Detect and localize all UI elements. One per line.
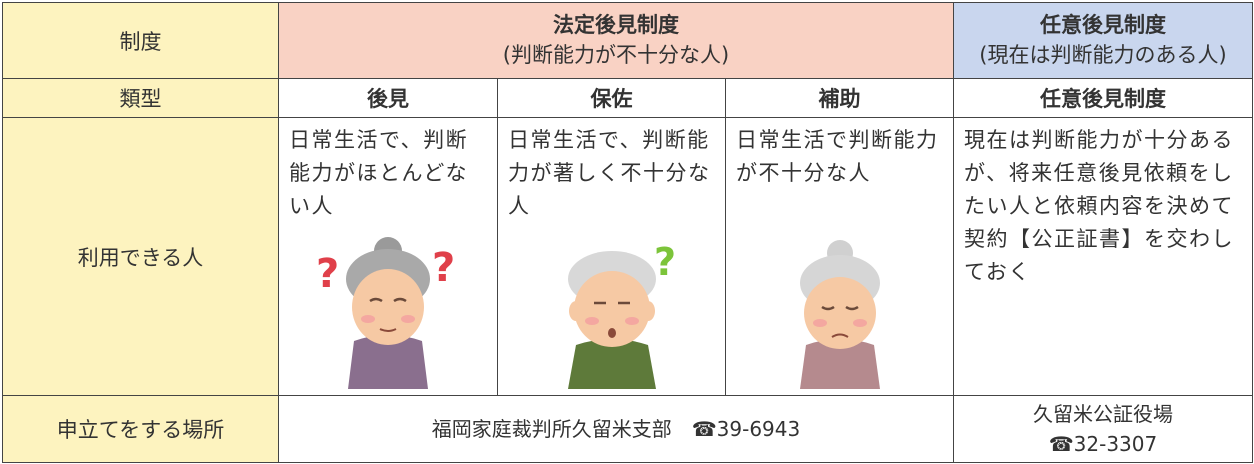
eligible-row: 利用できる人 日常生活で、判断能力がほとんどない人 ? ? 日常生活で、判断能力…	[2, 117, 1253, 396]
voluntary-subtitle: (現在は判断能力のある人)	[979, 42, 1227, 67]
eligible-guardianship-text: 日常生活で、判断能力がほとんどない人	[289, 128, 469, 218]
type-label: 類型	[2, 78, 279, 118]
header-row: 制度 法定後見制度 (判断能力が不十分な人) 任意後見制度 (現在は判断能力のあ…	[2, 2, 1253, 79]
eligible-curatorship-text: 日常生活で、判断能力が著しく不十分な人	[508, 128, 711, 218]
place-row: 申立てをする場所 福岡家庭裁判所久留米支部 ☎39-6943 久留米公証役場 ☎…	[2, 395, 1253, 463]
eligible-guardianship-cell: 日常生活で、判断能力がほとんどない人 ? ?	[278, 117, 498, 396]
worried-elderly-woman-icon	[799, 240, 880, 389]
confused-elderly-woman-icon: ? ?	[316, 237, 457, 389]
place-label: 申立てをする場所	[2, 395, 279, 463]
question-mark-icon: ?	[316, 251, 341, 297]
place-legal: 福岡家庭裁判所久留米支部 ☎39-6943	[278, 395, 954, 463]
eligible-assistance-cell: 日常生活で判断能力が不十分な人	[725, 117, 954, 396]
type-assistance: 補助	[725, 78, 954, 118]
place-voluntary: 久留米公証役場 ☎32-3307	[953, 395, 1253, 463]
legal-title: 法定後見制度	[553, 13, 679, 38]
type-voluntary: 任意後見制度	[953, 78, 1253, 118]
eligible-label: 利用できる人	[2, 117, 279, 396]
eligible-assistance-text: 日常生活で判断能力が不十分な人	[736, 128, 939, 185]
voluntary-title: 任意後見制度	[1040, 13, 1166, 38]
question-mark-icon: ?	[432, 245, 457, 291]
legal-guardianship-header: 法定後見制度 (判断能力が不十分な人)	[278, 2, 954, 79]
place-voluntary-phone: ☎32-3307	[1048, 432, 1158, 456]
type-curatorship: 保佐	[497, 78, 726, 118]
eligible-voluntary-text: 現在は判断能力が十分あるが、将来任意後見依頼をしたい人と依頼内容を決めて契約【公…	[964, 128, 1234, 284]
question-mark-icon: ?	[654, 240, 678, 284]
eligible-voluntary-cell: 現在は判断能力が十分あるが、将来任意後見依頼をしたい人と依頼内容を決めて契約【公…	[953, 117, 1253, 396]
place-voluntary-name: 久留米公証役場	[1033, 402, 1173, 426]
type-guardianship: 後見	[278, 78, 498, 118]
voluntary-guardianship-header: 任意後見制度 (現在は判断能力のある人)	[953, 2, 1253, 79]
confused-elderly-man-icon: ?	[567, 240, 678, 389]
system-label: 制度	[2, 2, 279, 79]
eligible-curatorship-cell: 日常生活で、判断能力が著しく不十分な人 ?	[497, 117, 726, 396]
type-row: 類型 後見 保佐 補助 任意後見制度	[2, 78, 1253, 118]
legal-subtitle: (判断能力が不十分な人)	[502, 42, 730, 67]
